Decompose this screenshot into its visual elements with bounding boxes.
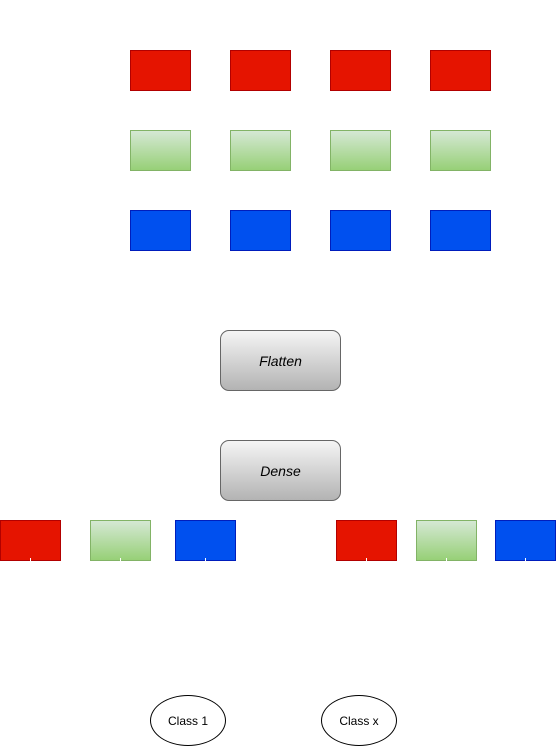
feature-map-blue-3 — [330, 210, 391, 251]
feature-map-red-2 — [230, 50, 291, 91]
dense-unit-green-1 — [90, 520, 151, 561]
feature-map-blue-1 — [130, 210, 191, 251]
dense-layer-label: Dense — [260, 462, 301, 479]
dense-unit-green-2 — [416, 520, 477, 561]
flatten-layer-label: Flatten — [259, 352, 302, 369]
connector-tick — [205, 558, 206, 561]
connector-tick — [30, 558, 31, 561]
output-class-1-label: Class 1 — [167, 713, 208, 728]
dense-unit-red-1 — [0, 520, 61, 561]
feature-map-red-1 — [130, 50, 191, 91]
connector-tick — [366, 558, 367, 561]
dense-unit-blue-2 — [495, 520, 556, 561]
feature-map-green-3 — [330, 130, 391, 171]
dense-layer: Dense — [220, 440, 341, 501]
feature-map-red-4 — [430, 50, 491, 91]
feature-map-blue-2 — [230, 210, 291, 251]
connector-tick — [525, 558, 526, 561]
feature-map-green-2 — [230, 130, 291, 171]
dense-unit-blue-1 — [175, 520, 236, 561]
feature-map-blue-4 — [430, 210, 491, 251]
output-class-1: Class 1 — [150, 695, 226, 746]
output-class-x: Class x — [321, 695, 397, 746]
output-class-x-label: Class x — [339, 713, 379, 728]
feature-map-green-1 — [130, 130, 191, 171]
dense-unit-red-2 — [336, 520, 397, 561]
connector-tick — [446, 558, 447, 561]
connector-tick — [120, 558, 121, 561]
flatten-layer: Flatten — [220, 330, 341, 391]
feature-map-green-4 — [430, 130, 491, 171]
feature-map-red-3 — [330, 50, 391, 91]
